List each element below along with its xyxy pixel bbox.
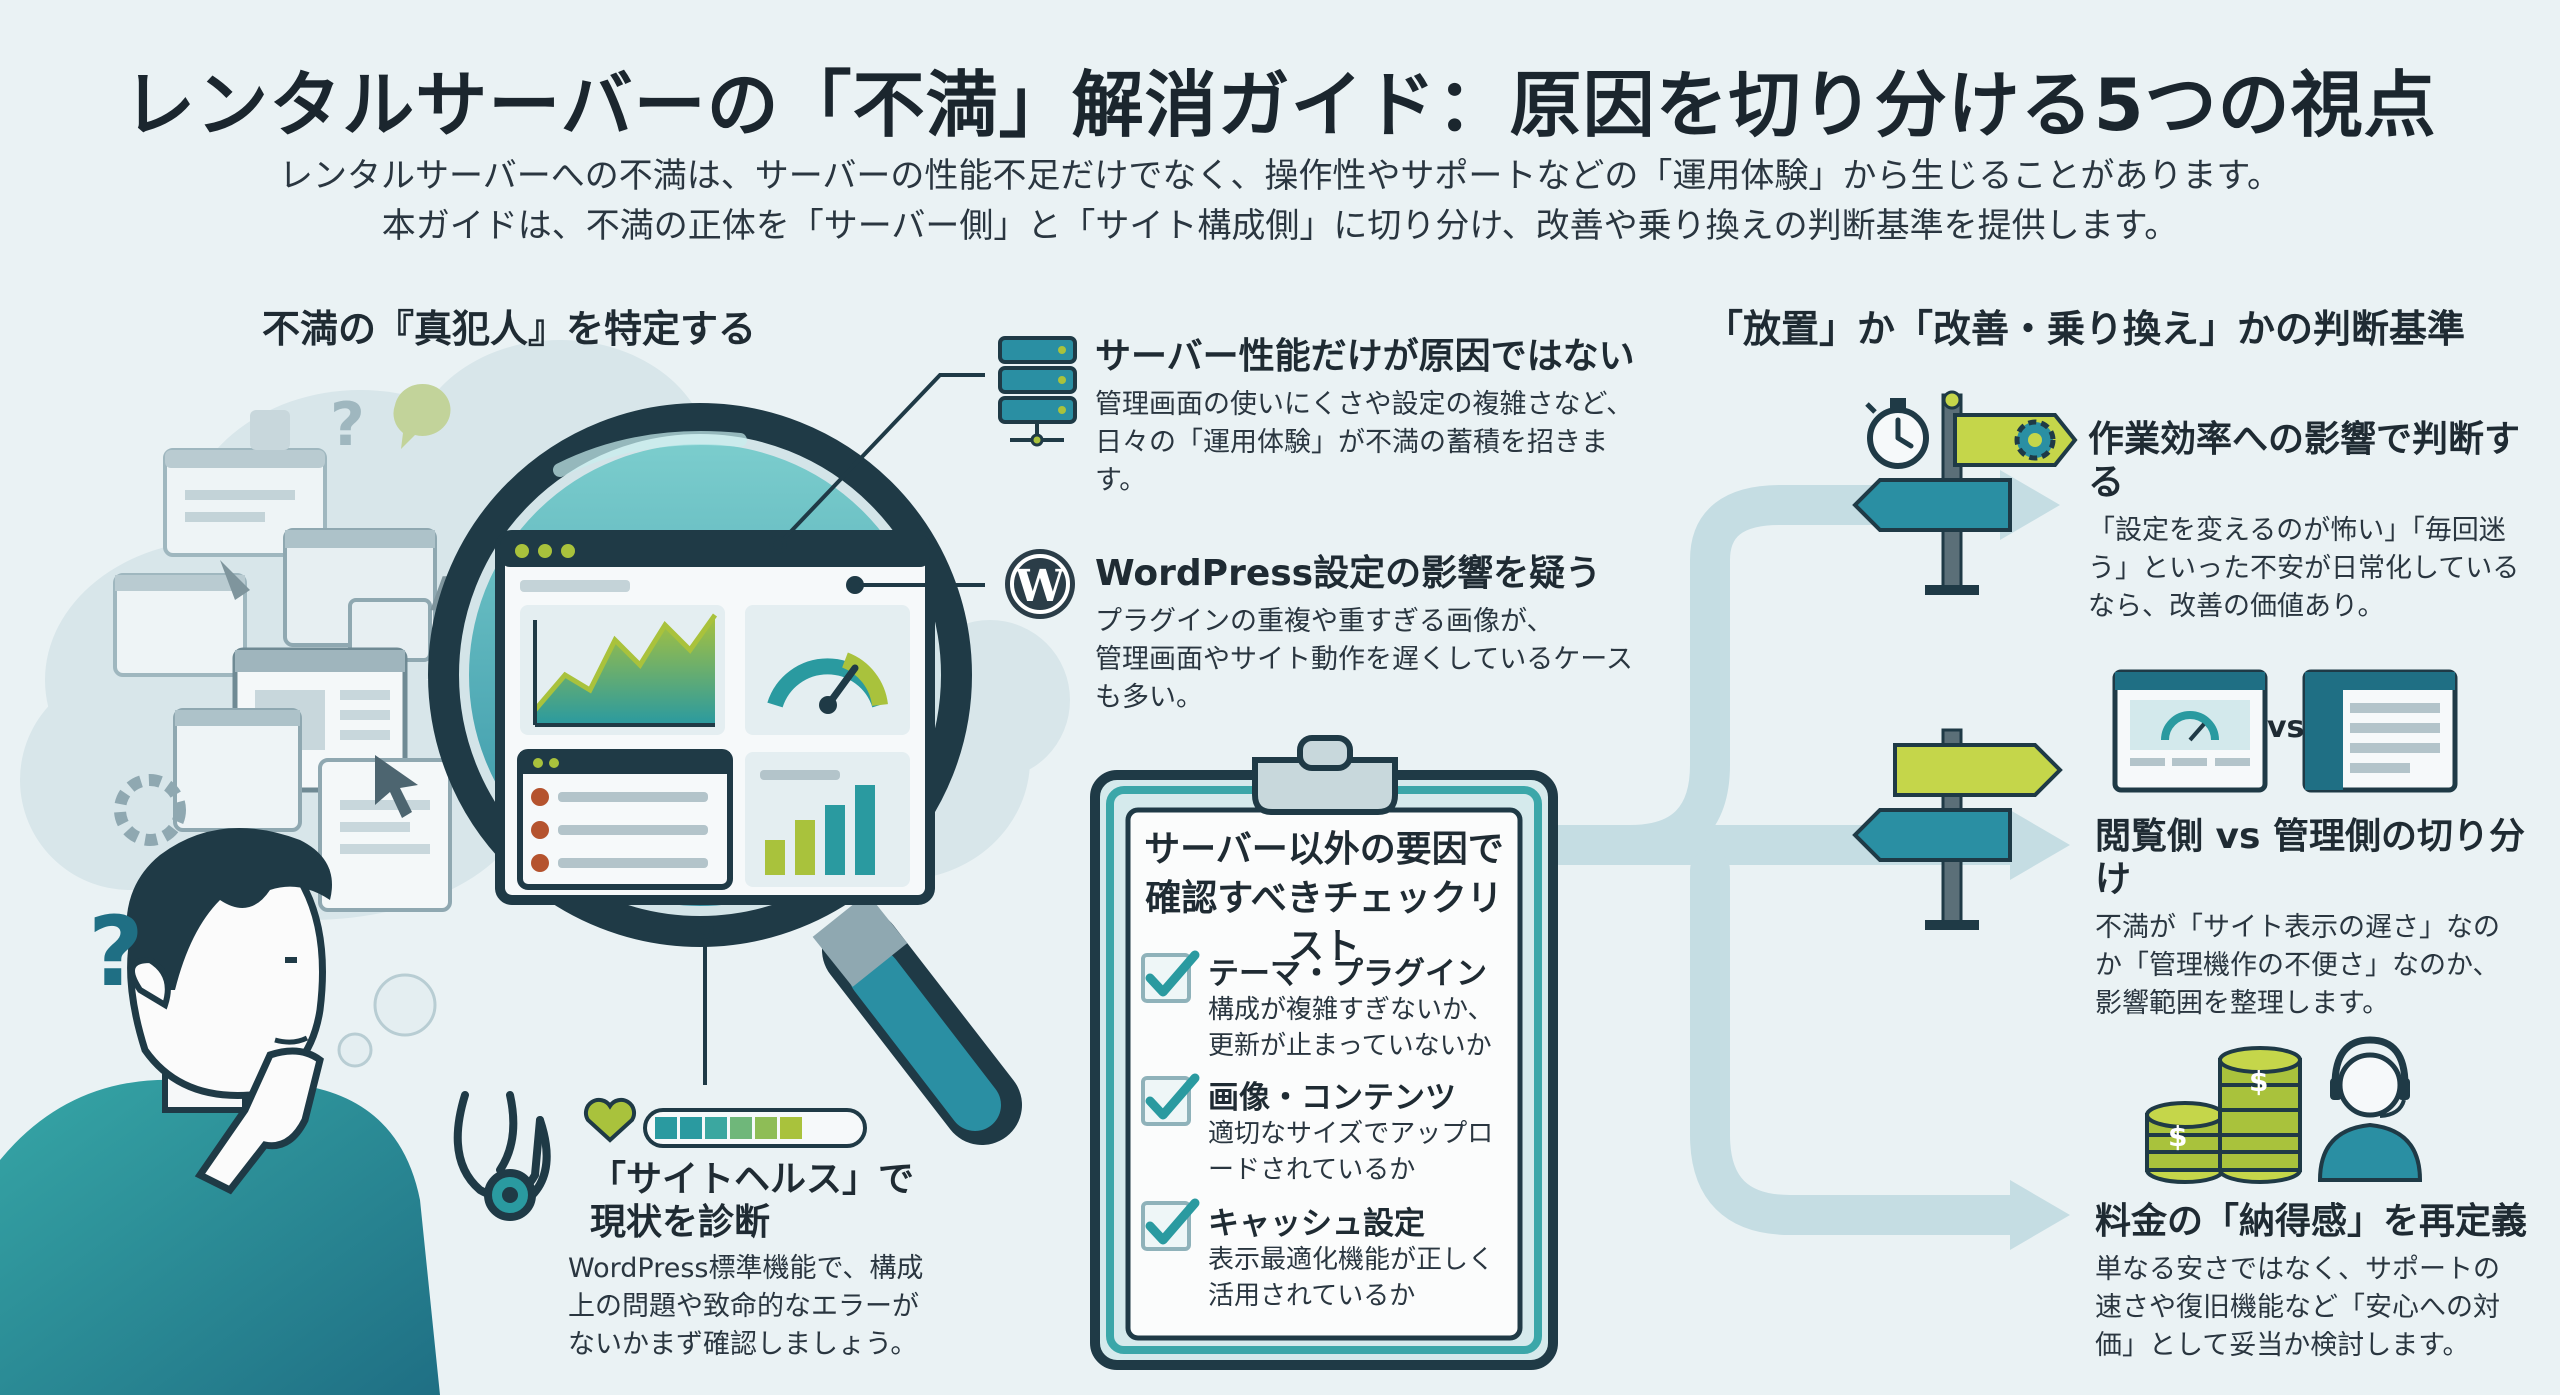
page-title: レンタルサーバーの「不満」解消ガイド：原因を切り分ける5つの視点 (123, 63, 2437, 147)
checklist-item-3: キャッシュ設定 表示最適化機能が正しく 活用されているか (1208, 1198, 1518, 1315)
right-item-1-body-2: う」といった不安が日常化している (2088, 553, 2520, 585)
vs-label: vs (2267, 710, 2305, 745)
site-health-body-3: ないかまず確認しましょう。 (568, 1328, 918, 1360)
right-item-2-title: 閲覧側 vs 管理側の切り分け (2095, 816, 2525, 901)
dashboard-window (495, 530, 935, 905)
site-health-body: WordPress標準機能で、構成 上の問題や致命的なエラーが ないかまず確認し… (568, 1250, 988, 1363)
svg-text:?: ? (88, 896, 144, 1008)
checklist-item-3-body-2: 活用されているか (1208, 1280, 1416, 1311)
checkmark-icons (1145, 950, 1200, 1245)
person-illustration: ? (0, 828, 440, 1395)
checklist-item-1-body-1: 構成が複雑すぎないか、 (1208, 995, 1494, 1025)
right-item-3-body-2: 速さや復旧機能など「安心への対 (2095, 1291, 2500, 1323)
right-item-3-body-1: 単なる安さではなく、サポートの (2095, 1254, 2500, 1286)
checklist-item-2-body-1: 適切なサイズでアップロ (1208, 1119, 1494, 1149)
center-item-2-body-2: 管理画面やサイト動作を遅くしているケース (1095, 643, 1633, 675)
center-item-2-title: WordPress設定の影響を疑う (1095, 553, 1602, 594)
right-item-1-body-3: なら、改善の価値あり。 (2088, 590, 2385, 622)
site-health-body-2: 上の問題や致命的なエラーが (568, 1290, 919, 1322)
arrow-heads (2000, 470, 2070, 1250)
right-item-1: 作業効率への影響で判断する 「設定を変えるのが怖い」「毎回迷 う」といった不安が… (2088, 418, 2538, 626)
checklist-item-3-body-1: 表示最適化機能が正しく (1208, 1245, 1495, 1275)
checklist-item-2-body-2: ードされているか (1208, 1154, 1416, 1185)
support-agent-icon (2317, 1036, 2423, 1182)
right-item-1-body-1: 「設定を変えるのが怖い」「毎回迷 (2088, 515, 2506, 547)
checklist-item-1-body-2: 更新が止まっていないか (1208, 1030, 1492, 1061)
center-item-1-body-2: 日々の「運用体験」が不満の蓄積を招きます。 (1095, 426, 1608, 496)
right-item-2: 閲覧側 vs 管理側の切り分け 不満が「サイト表示の遅さ」なの か「管理機作の不… (2095, 815, 2555, 1023)
subtitle-line-2: 本ガイドは、不満の正体を「サーバー側」と「サイト構成側」に切り分け、改善や乗り換… (381, 206, 2179, 246)
site-health-block: 「サイトヘルス」で 現状を診断 (590, 1158, 990, 1244)
question-bubbles: ? (250, 383, 451, 460)
checklist-title-1: サーバー以外の要因で (1144, 829, 1504, 870)
center-item-2: WordPress設定の影響を疑う プラグインの重複や重すぎる画像が、 管理画面… (1095, 552, 1655, 717)
center-item-2-body-3: も多い。 (1095, 681, 1203, 713)
checklist-item-1-head: テーマ・プラグイン (1208, 956, 1487, 992)
heart-icon (584, 1098, 636, 1143)
gear-icon (2014, 419, 2056, 461)
wordpress-icon: W (1005, 549, 1075, 619)
checklist-item-3-head: キャッシュ設定 (1208, 1206, 1425, 1242)
stopwatch-icon (1865, 398, 1929, 469)
checklist-item-2-head: 画像・コンテンツ (1208, 1080, 1456, 1116)
center-item-1: サーバー性能だけが原因ではない 管理画面の使いにくさや設定の複雑さなど、 日々の… (1095, 335, 1655, 500)
right-item-3: 料金の「納得感」を再定義 単なる安さではなく、サポートの 速さや復旧機能など「安… (2095, 1200, 2555, 1365)
checklist-title: サーバー以外の要因で 確認すべきチェックリスト (1128, 826, 1520, 972)
subtitle-line-1: レンタルサーバーへの不満は、サーバーの性能不足だけでなく、操作性やサポートなどの… (279, 156, 2281, 196)
right-item-2-body-2: か「管理機作の不便さ」なのか、 (2095, 950, 2500, 982)
right-section-title: 「放置」か「改善・乗り換え」かの判断基準 (1705, 307, 2466, 351)
center-item-1-title: サーバー性能だけが原因ではない (1095, 336, 1635, 377)
checklist-item-1: テーマ・プラグイン 構成が複雑すぎないか、 更新が止まっていないか (1208, 948, 1518, 1065)
svg-text:?: ? (330, 390, 365, 460)
stethoscope-icon (453, 1091, 551, 1221)
right-item-3-title: 料金の「納得感」を再定義 (2095, 1201, 2528, 1242)
right-item-2-body-1: 不満が「サイト表示の遅さ」なの (2095, 912, 2500, 944)
coins-icon (2145, 1046, 2302, 1184)
clipboard-icon (1090, 735, 1558, 1370)
svg-text:W: W (1014, 561, 1065, 612)
coin-symbol-2: $ (2249, 1065, 2269, 1098)
signpost-2-icon (1852, 728, 2063, 930)
coin-symbol-1: $ (2168, 1120, 2188, 1153)
callout-lines (696, 373, 985, 1085)
health-bar (643, 1108, 867, 1148)
checklist-title-2: 確認すべきチェックリスト (1145, 877, 1503, 968)
left-section-title: 不満の『真犯人』を特定する (262, 307, 757, 351)
compare-screens-icon (2112, 669, 2458, 793)
right-item-1-title: 作業効率への影響で判断する (2088, 419, 2521, 504)
site-health-title-1: 「サイトヘルス」で (590, 1159, 915, 1200)
site-health-body-1: WordPress標準機能で、構成 (568, 1253, 924, 1284)
right-item-3-body-3: 価」として妥当か検討します。 (2095, 1329, 2470, 1361)
checkbox-icons (1141, 953, 1191, 1251)
center-item-1-body-1: 管理画面の使いにくさや設定の複雑さなど、 (1095, 389, 1634, 421)
site-health-title-2: 現状を診断 (590, 1202, 771, 1244)
right-item-2-body-3: 影響範囲を整理します。 (2095, 987, 2390, 1019)
checklist-item-2: 画像・コンテンツ 適切なサイズでアップロ ードされているか (1208, 1072, 1518, 1189)
center-item-2-body-1: プラグインの重複や重すぎる画像が、 (1095, 606, 1554, 638)
server-stack-icon (998, 336, 1077, 447)
